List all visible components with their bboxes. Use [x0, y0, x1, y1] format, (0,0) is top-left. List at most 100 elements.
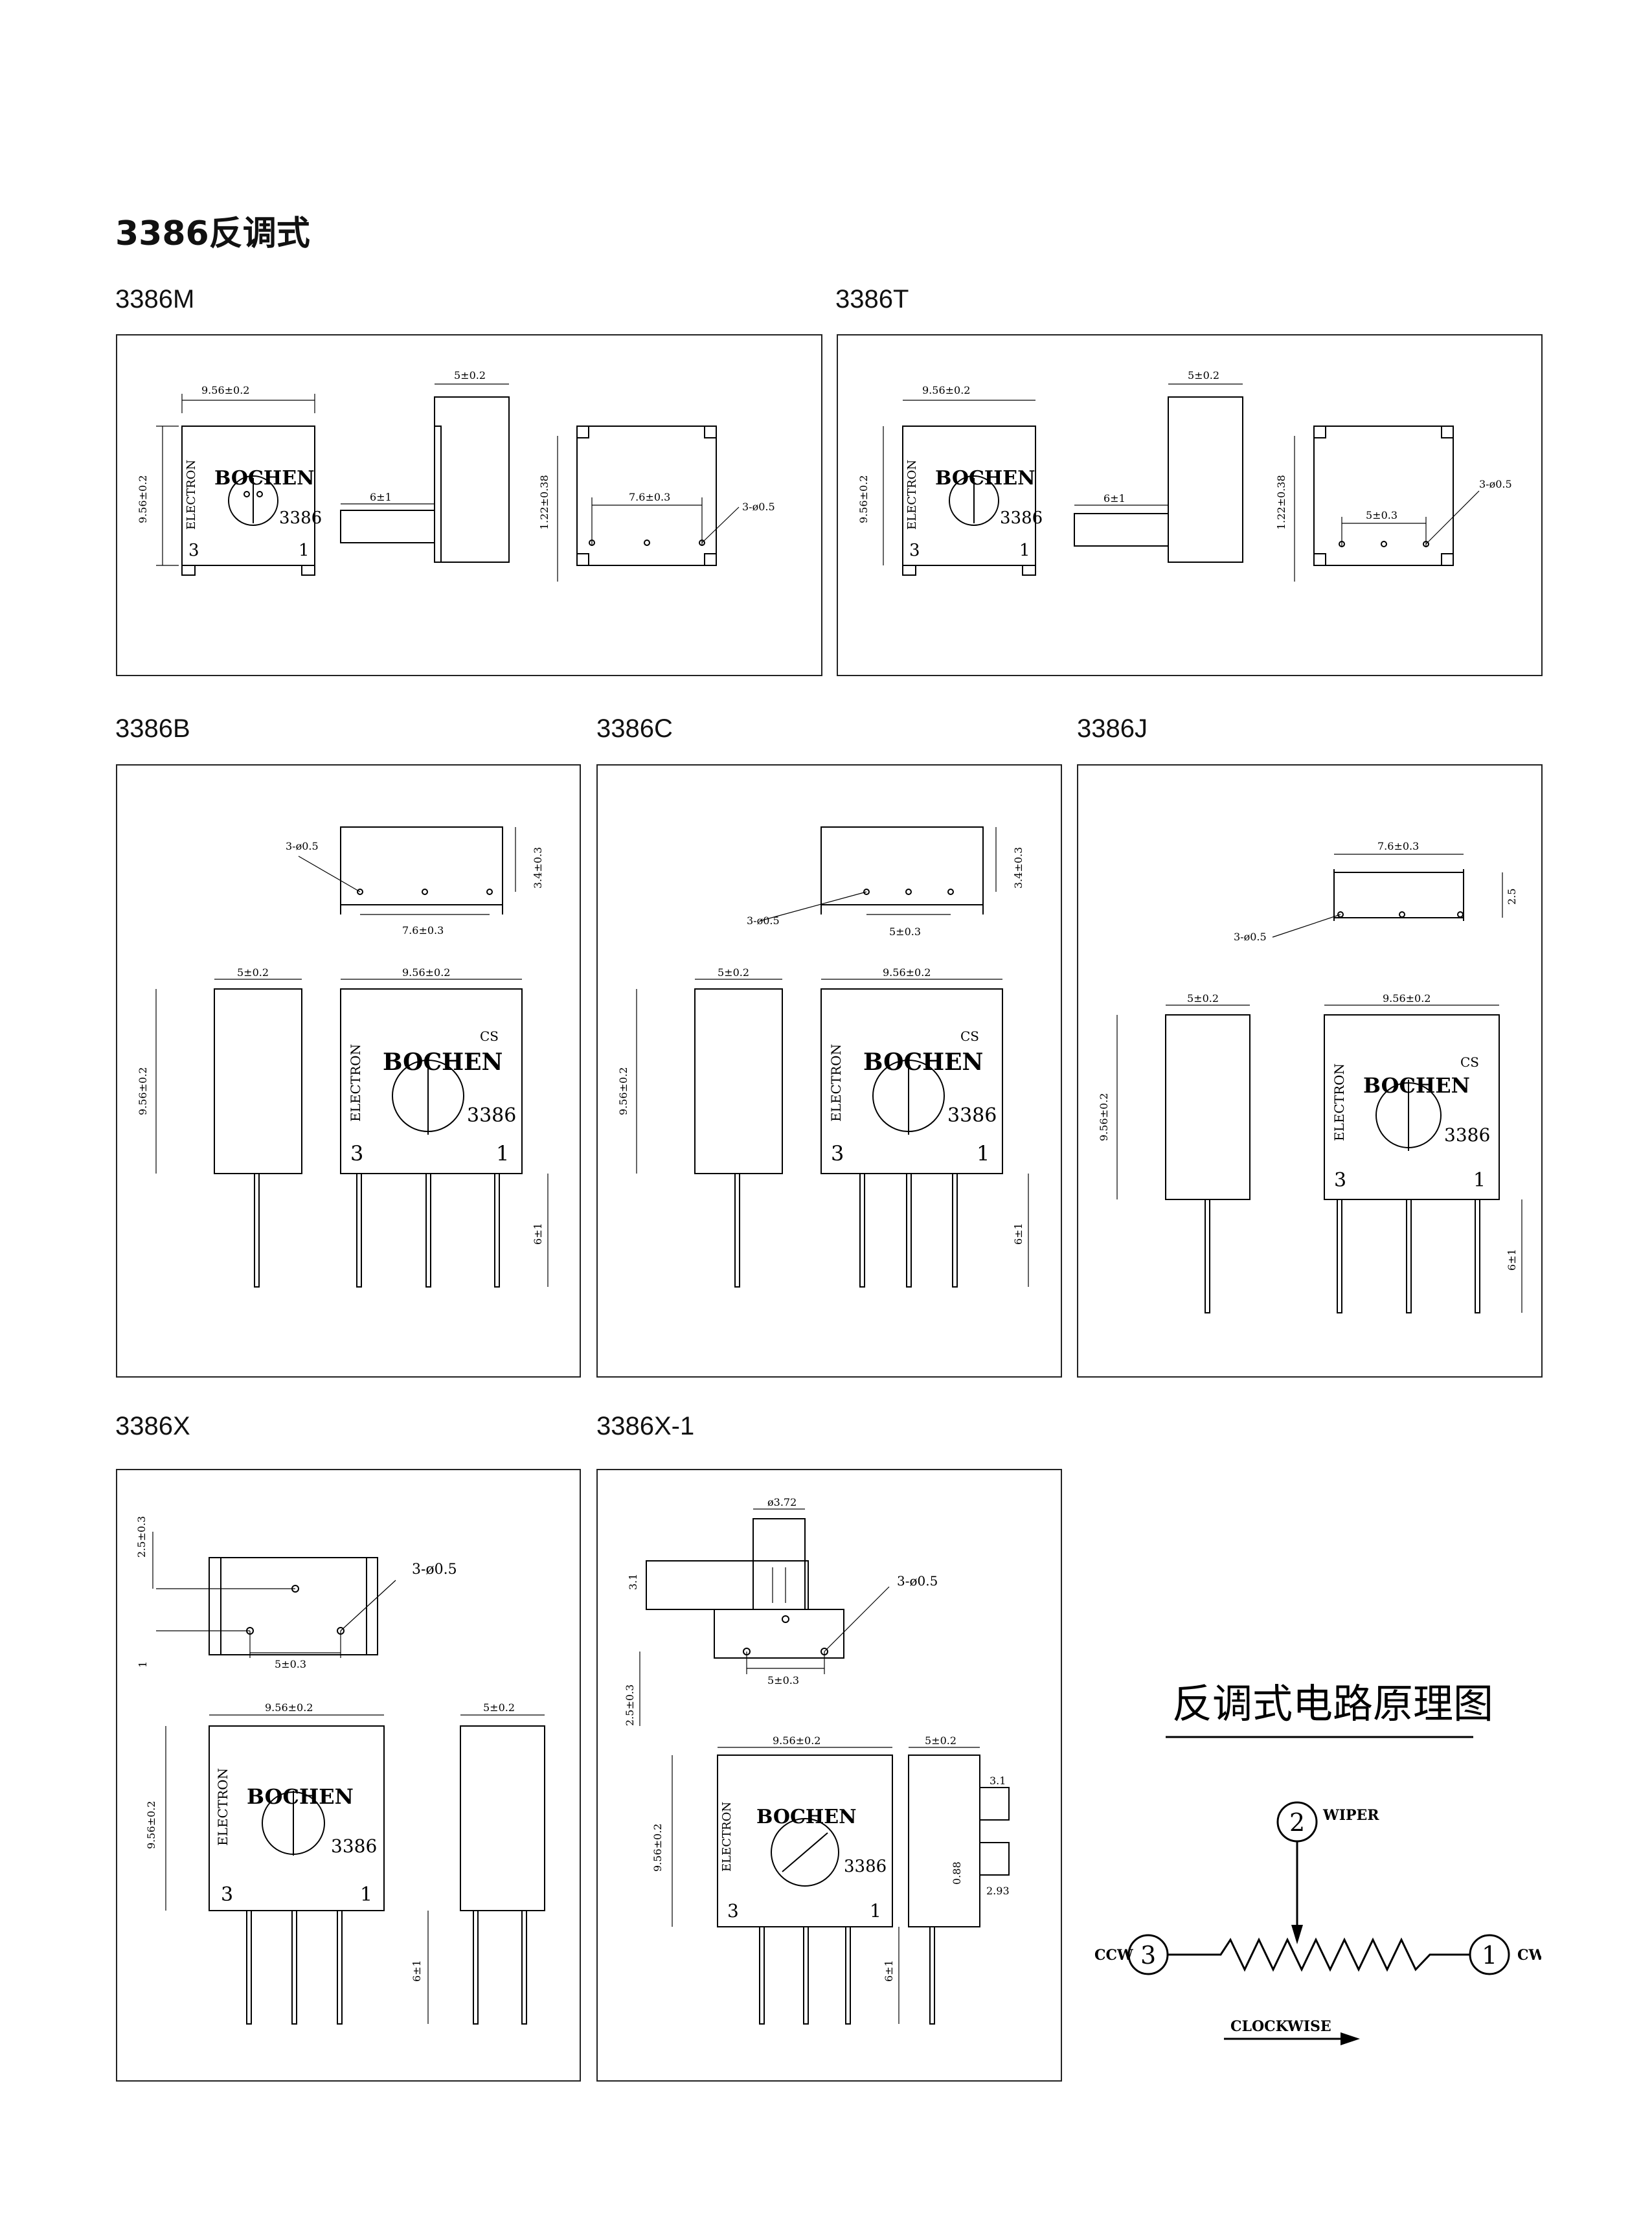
dim-height: 9.56±0.2	[137, 475, 149, 523]
dim-width: 9.56±0.2	[402, 966, 450, 979]
dim-holes: 3-ø0.5	[742, 501, 775, 513]
label-3386X: 3386X	[115, 1412, 190, 1440]
marking-ccw: 3	[909, 541, 920, 560]
dim-depth: 5±0.2	[237, 966, 269, 979]
drawing-3386C: 3-ø0.5 5±0.3 3.4±0.3 5±0.2 9.56±0.2 9.56…	[617, 826, 1029, 1288]
marking-brand: BOCHEN	[383, 1049, 503, 1076]
label-3386C: 3386C	[596, 714, 673, 743]
page-title: 3386反调式	[115, 214, 310, 253]
clockwise-arrow	[1341, 2032, 1360, 2045]
dim-offset: 2.5	[1506, 889, 1518, 905]
dim-depth: 5±0.2	[454, 369, 486, 381]
marking-cw: 1	[496, 1141, 509, 1166]
panel-3386C: 3-ø0.5 5±0.3 3.4±0.3 5±0.2 9.56±0.2 9.56…	[596, 764, 1062, 1378]
dim-width: 9.56±0.2	[265, 1701, 313, 1714]
marking-code: 3386	[1000, 508, 1043, 528]
dim-pitch: 5±0.3	[889, 926, 921, 938]
dim-lead: 6±1	[532, 1223, 544, 1245]
marking-brand: BOCHEN	[863, 1049, 983, 1076]
dim-shaft-height: 3.1	[627, 1574, 639, 1590]
marking-ccw: 3	[727, 1900, 739, 1922]
label-3386T: 3386T	[835, 285, 909, 313]
cw-num: 1	[1482, 1941, 1497, 1970]
marking-cs: CS	[1460, 1054, 1479, 1070]
drawing-3386T: 9.56±0.2 5±0.2 6±1 5±0.3 3-ø0.5 9.56±0.2…	[857, 369, 1512, 582]
dim-depth: 5±0.2	[925, 1734, 956, 1747]
drawing-3386X: 2.5±0.3 1 3-ø0.5 5±0.3 9.56±0.2 5±0.2 9.…	[135, 1516, 545, 2025]
marking-cs: CS	[480, 1028, 499, 1044]
dim-height: 9.56±0.2	[145, 1801, 157, 1849]
dim-lead: 6±1	[1103, 492, 1126, 505]
marking-ccw: 3	[221, 1883, 233, 1906]
panel-3386B: 3-ø0.5 7.6±0.3 3.4±0.3 5±0.2 9.56±0.2 9.…	[116, 764, 581, 1378]
marking-ccw: 3	[350, 1141, 363, 1166]
dim-holes: 3-ø0.5	[1479, 478, 1512, 490]
circuit-schematic: 反调式电路原理图 2 WIPER 3 CCW 1 CW CLOCKWISE	[1094, 1680, 1541, 2045]
dim-height: 9.56±0.2	[137, 1067, 149, 1115]
dim-width: 9.56±0.2	[201, 384, 249, 396]
dim-height: 9.56±0.2	[857, 475, 870, 523]
dim-pitch: 7.6±0.3	[629, 491, 670, 503]
marking-brand: BOCHEN	[935, 467, 1035, 490]
marking-cw: 1	[360, 1883, 372, 1906]
wiper-arrow	[1291, 1925, 1303, 1944]
wiper-num: 2	[1289, 1808, 1305, 1837]
dim-depth: 5±0.2	[718, 966, 749, 979]
panel-3386X-1: ø3.72 3.1 3-ø0.5 5±0.3 2.5±0.3 9.56±0.2 …	[596, 1469, 1062, 2082]
drawing-3386B: 3-ø0.5 7.6±0.3 3.4±0.3 5±0.2 9.56±0.2 9.…	[137, 826, 549, 1288]
dim-pitch: 5±0.3	[1366, 509, 1397, 521]
marking-ccw: 3	[1334, 1169, 1346, 1192]
dim-offset: 2.5±0.3	[624, 1685, 636, 1726]
rotor	[228, 475, 278, 526]
dim-height: 9.56±0.2	[617, 1067, 629, 1115]
marking-cw: 1	[870, 1900, 881, 1922]
dim-offset: 2.5±0.3	[135, 1516, 148, 1558]
marking-cw: 1	[977, 1141, 990, 1166]
marking-code: 3386	[1444, 1124, 1490, 1146]
clockwise-label: CLOCKWISE	[1230, 2018, 1331, 2035]
dim-lead: 6±1	[883, 1960, 895, 1982]
ccw-num: 3	[1140, 1941, 1156, 1970]
dim-pitch: 5±0.3	[767, 1674, 799, 1687]
ccw-label: CCW	[1094, 1947, 1133, 1964]
label-3386B: 3386B	[115, 714, 190, 743]
marking-electron: ELECTRON	[905, 460, 919, 530]
wiper-label: WIPER	[1322, 1807, 1379, 1824]
marking-cs: CS	[960, 1028, 979, 1044]
panel-3386J: 7.6±0.3 2.5 3-ø0.5 5±0.2 9.56±0.2 9.56±0…	[1077, 764, 1543, 1378]
marking-electron: ELECTRON	[828, 1044, 844, 1122]
dim-pitch: 7.6±0.3	[1377, 840, 1419, 852]
drawing-3386X-1: ø3.72 3.1 3-ø0.5 5±0.3 2.5±0.3 9.56±0.2 …	[624, 1496, 1010, 2025]
dim-lead: 6±1	[411, 1960, 423, 1982]
dim-depth: 5±0.2	[1187, 992, 1219, 1005]
dim-shaft-side: 3.1	[990, 1775, 1006, 1787]
marking-code: 3386	[947, 1104, 997, 1127]
cw-label: CW	[1517, 1947, 1541, 1964]
marking-electron: ELECTRON	[348, 1044, 363, 1122]
dim-offset: 1.22±0.38	[1275, 475, 1287, 530]
marking-cw: 1	[1019, 541, 1030, 560]
marking-brand: BOCHEN	[756, 1806, 857, 1828]
marking-electron: ELECTRON	[215, 1768, 231, 1846]
dim-holes: 3-ø0.5	[286, 840, 319, 852]
dim-standoff: 3.4±0.3	[1012, 847, 1024, 889]
dim-pitch: 5±0.3	[275, 1658, 306, 1670]
dim-width: 9.56±0.2	[773, 1734, 820, 1747]
marking-code: 3386	[279, 508, 322, 528]
marking-electron: ELECTRON	[720, 1802, 734, 1872]
marking-ccw: 3	[188, 541, 199, 560]
panel-3386X: 2.5±0.3 1 3-ø0.5 5±0.3 9.56±0.2 5±0.2 9.…	[116, 1469, 581, 2082]
dim-pitch: 7.6±0.3	[402, 924, 444, 937]
dim-shaft-width: 2.93	[986, 1885, 1010, 1897]
dim-height: 9.56±0.2	[651, 1824, 664, 1872]
dim-depth: 5±0.2	[483, 1701, 515, 1714]
body-front	[181, 426, 315, 566]
marking-code: 3386	[331, 1835, 377, 1857]
marking-ccw: 3	[831, 1141, 844, 1166]
marking-cw: 1	[1473, 1169, 1486, 1192]
dim-offset: 1.22±0.38	[538, 475, 550, 530]
dim-lead: 6±1	[1012, 1223, 1024, 1245]
marking-cw: 1	[299, 541, 310, 560]
dim-min: 1	[137, 1661, 149, 1668]
dim-standoff: 3.4±0.3	[532, 847, 544, 889]
